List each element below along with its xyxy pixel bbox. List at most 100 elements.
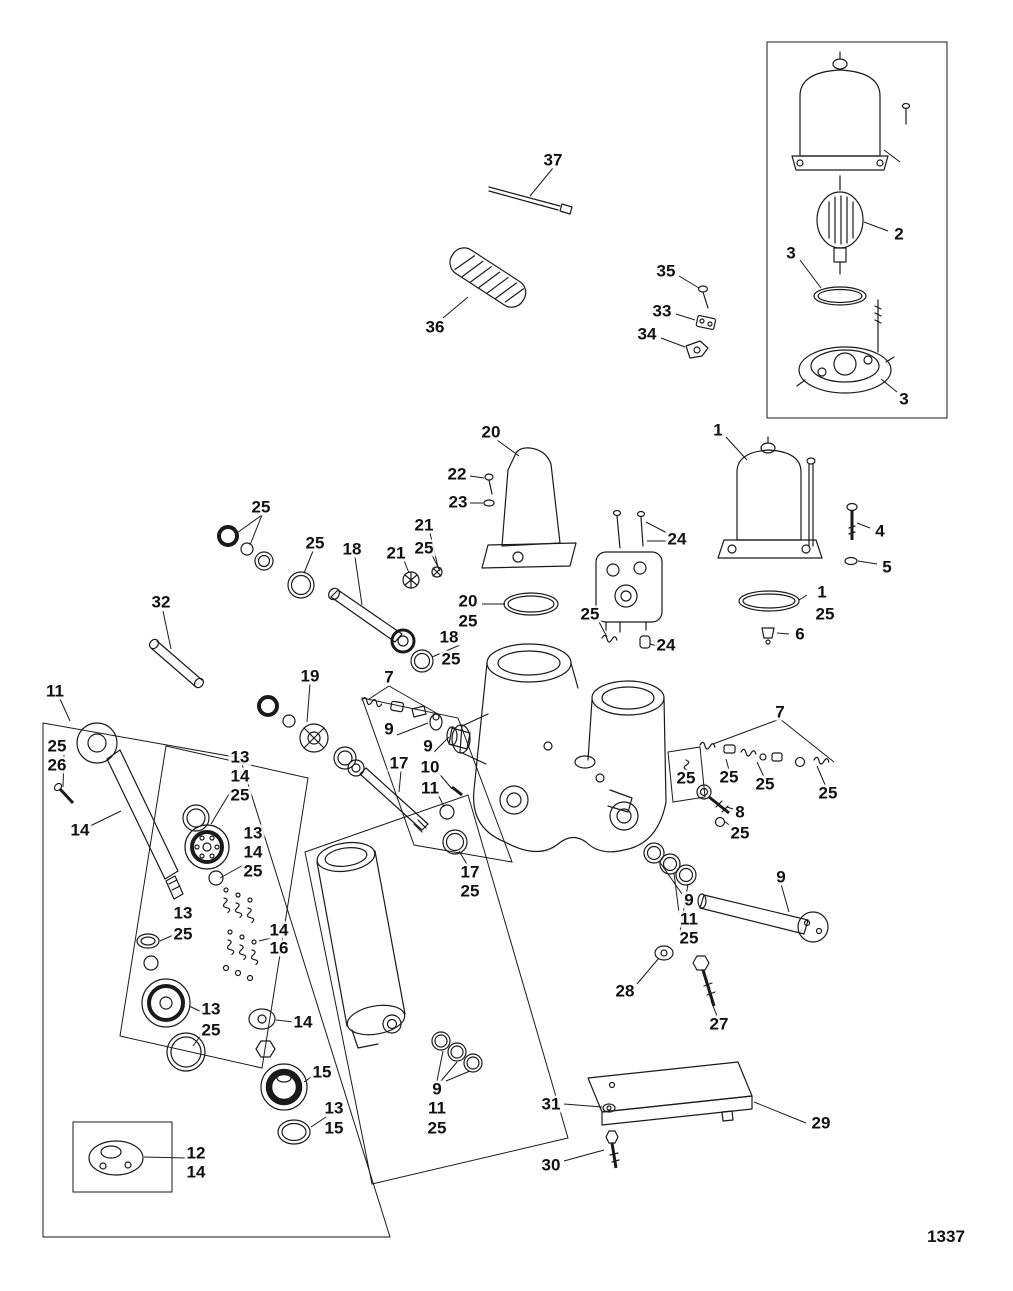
valve-body-24 xyxy=(595,509,663,649)
memory-piston xyxy=(88,1140,144,1176)
part-callout-9: 9 xyxy=(774,867,788,887)
part-callout-19: 19 xyxy=(298,666,322,686)
part-callout-10: 10 xyxy=(418,757,442,777)
hydraulic-hose xyxy=(449,247,527,308)
part-callout-21: 21 xyxy=(384,543,408,563)
part-callout-9: 9 xyxy=(430,1079,444,1099)
part-callout-5: 5 xyxy=(880,557,894,577)
part-callout-25: 25 xyxy=(717,767,741,787)
part-callout-36: 36 xyxy=(423,317,447,337)
seal-kit xyxy=(217,525,315,599)
part-callout-23: 23 xyxy=(446,492,470,512)
part-callout-25: 25 xyxy=(753,774,777,794)
part-callout-25: 25 xyxy=(677,928,701,948)
part-callout-25: 25 xyxy=(578,604,602,624)
part-callout-25: 25 xyxy=(199,1020,223,1040)
leader-lines xyxy=(59,167,898,1162)
part-callout-14: 14 xyxy=(68,820,92,840)
washer-5 xyxy=(844,556,858,566)
part-callout-2: 2 xyxy=(892,224,906,244)
washer-23 xyxy=(483,499,495,507)
part-callout-17: 17 xyxy=(458,862,482,882)
part-callout-11: 11 xyxy=(419,778,441,798)
part-callout-25: 25 xyxy=(45,736,69,756)
washer-28-bolt-27 xyxy=(654,945,716,1007)
tilt-rod xyxy=(328,587,434,673)
part-callout-15: 15 xyxy=(322,1118,346,1138)
part-callout-18: 18 xyxy=(340,539,364,559)
screw-8 xyxy=(696,784,730,828)
part-callout-8: 8 xyxy=(733,802,747,822)
part-callout-11: 11 xyxy=(44,681,66,701)
part-callout-14: 14 xyxy=(241,842,265,862)
electric-motor xyxy=(791,51,911,171)
part-callout-12: 12 xyxy=(184,1143,208,1163)
part-callout-28: 28 xyxy=(613,981,637,1001)
part-callout-34: 34 xyxy=(635,324,659,344)
part-callout-22: 22 xyxy=(445,464,469,484)
fasteners-35-33-34 xyxy=(685,285,717,359)
part-callout-24: 24 xyxy=(654,635,678,655)
part-callout-7: 7 xyxy=(773,702,787,722)
part-callout-25: 25 xyxy=(674,768,698,788)
part-callout-14: 14 xyxy=(291,1012,315,1032)
part-callout-16: 16 xyxy=(267,938,291,958)
page-number: 1337 xyxy=(927,1227,965,1246)
part-callout-13: 13 xyxy=(199,999,223,1019)
part-callout-25: 25 xyxy=(439,649,463,669)
trim-rod-center xyxy=(347,759,468,855)
part-callout-25: 25 xyxy=(728,823,752,843)
part-callout-25: 25 xyxy=(813,604,837,624)
manifold-body xyxy=(451,643,667,853)
part-callout-13: 13 xyxy=(228,747,252,767)
valve-kit-left xyxy=(361,696,440,721)
screw-4 xyxy=(846,502,858,540)
part-callout-20: 20 xyxy=(456,591,480,611)
part-callout-3: 3 xyxy=(897,389,911,409)
part-callout-13: 13 xyxy=(241,823,265,843)
trim-rod-right xyxy=(643,842,829,943)
part-callout-35: 35 xyxy=(654,261,678,281)
part-callout-17: 17 xyxy=(387,753,411,773)
part-callout-9: 9 xyxy=(382,719,396,739)
part-callout-3: 3 xyxy=(784,243,798,263)
part-callout-25: 25 xyxy=(456,611,480,631)
part-callout-25: 25 xyxy=(171,924,195,944)
filter-6 xyxy=(761,627,775,645)
part-callout-25: 25 xyxy=(816,783,840,803)
part-callout-6: 6 xyxy=(793,624,807,644)
valve-kit-right xyxy=(683,741,830,776)
part-callout-32: 32 xyxy=(149,592,173,612)
pin-32 xyxy=(148,638,205,689)
reservoir xyxy=(717,436,823,559)
trim-rod-left xyxy=(53,722,184,900)
motor-oring xyxy=(813,286,867,306)
part-callout-25: 25 xyxy=(412,538,436,558)
part-callout-30: 30 xyxy=(539,1155,563,1175)
part-callout-14: 14 xyxy=(184,1162,208,1182)
spool-valve-19 xyxy=(257,695,357,770)
nut-21 xyxy=(402,566,443,589)
part-callout-27: 27 xyxy=(707,1014,731,1034)
part-callout-25: 25 xyxy=(241,861,265,881)
part-callout-1: 1 xyxy=(711,420,725,440)
part-callout-21: 21 xyxy=(412,515,436,535)
bushing-9 xyxy=(429,713,471,750)
part-callout-7: 7 xyxy=(382,667,396,687)
part-callout-25: 25 xyxy=(458,881,482,901)
part-callout-15: 15 xyxy=(310,1062,334,1082)
ground-screw xyxy=(602,1103,620,1169)
part-callout-24: 24 xyxy=(665,529,689,549)
motor-end-frame xyxy=(796,299,895,394)
trim-cylinder-body xyxy=(316,841,406,1049)
group-boxes xyxy=(42,41,948,1238)
part-callout-18: 18 xyxy=(437,627,461,647)
part-callout-25: 25 xyxy=(303,533,327,553)
cable-tie xyxy=(488,186,573,215)
part-callout-14: 14 xyxy=(267,920,291,940)
part-callout-13: 13 xyxy=(171,903,195,923)
part-callout-4: 4 xyxy=(873,521,887,541)
part-callout-31: 31 xyxy=(539,1094,563,1114)
